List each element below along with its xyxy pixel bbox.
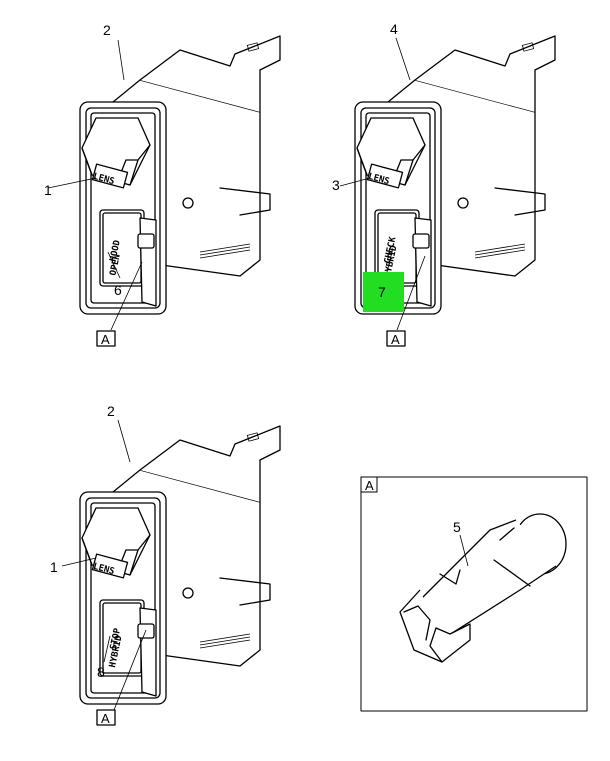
- plate-line-1: STOP: [109, 627, 123, 651]
- detail-ref-a: A: [101, 711, 110, 726]
- callout-7: 7: [378, 284, 386, 300]
- detail-box-a: [96, 709, 116, 726]
- plate-line-1: HOOD: [108, 239, 122, 263]
- callout-3: 3: [332, 177, 340, 193]
- detail-ref-a: A: [391, 332, 400, 347]
- switch-stop-hybrid: LENS STOP HYBRID: [79, 425, 281, 705]
- callout-5: 5: [453, 519, 461, 535]
- callout-1b: 1: [50, 559, 58, 575]
- detail-a-panel: A 5: [360, 476, 588, 712]
- callout-2b: 2: [107, 403, 115, 419]
- callout-1: 1: [44, 182, 52, 198]
- clip-part: [399, 513, 567, 663]
- detail-box-a: [96, 330, 116, 347]
- callout-8: 8: [97, 664, 105, 680]
- callout-6: 6: [114, 282, 122, 298]
- switch-hood-open: LENS HOOD OPEN: [79, 35, 281, 315]
- callout-2: 2: [103, 22, 111, 38]
- detail-ref-a: A: [101, 332, 110, 347]
- detail-box-a: [386, 330, 406, 347]
- callout-4: 4: [390, 21, 398, 37]
- plate-line-2: OPEN: [108, 253, 122, 276]
- detail-panel-label: A: [365, 478, 374, 493]
- highlight-box: [363, 272, 404, 312]
